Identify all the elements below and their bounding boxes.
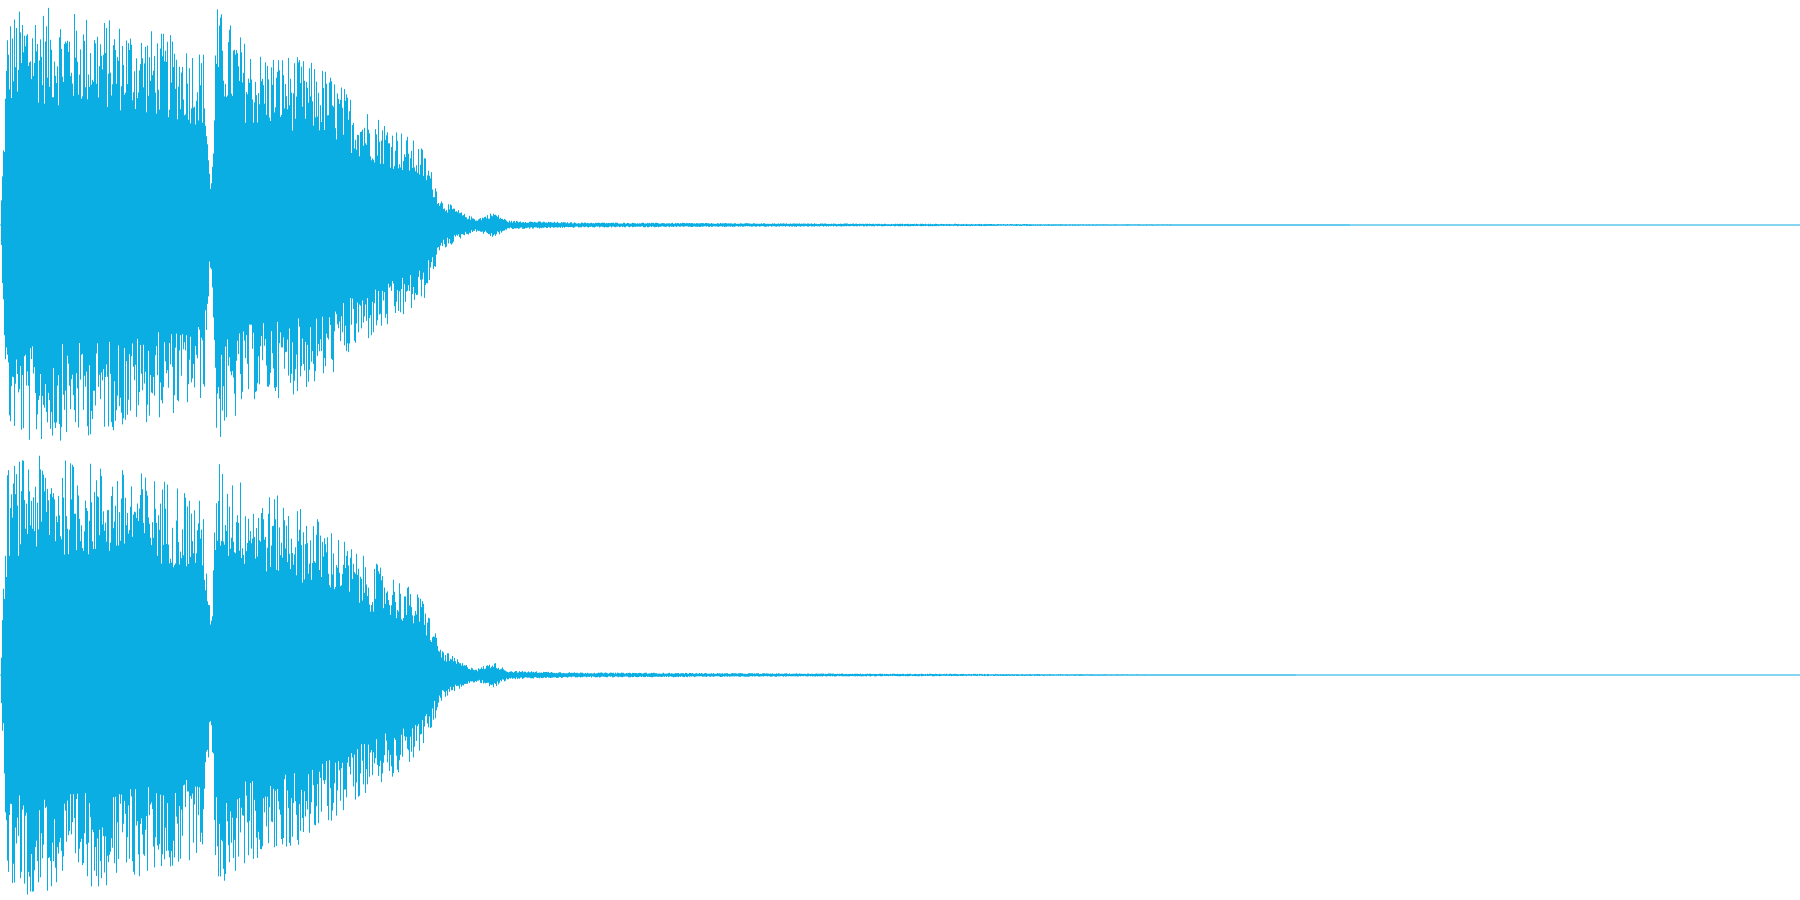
channel-1-signal <box>1 7 1350 441</box>
channel-2-signal <box>1 455 1296 895</box>
channel-1-waveform <box>0 7 1800 441</box>
channel-2-waveform <box>0 455 1800 895</box>
